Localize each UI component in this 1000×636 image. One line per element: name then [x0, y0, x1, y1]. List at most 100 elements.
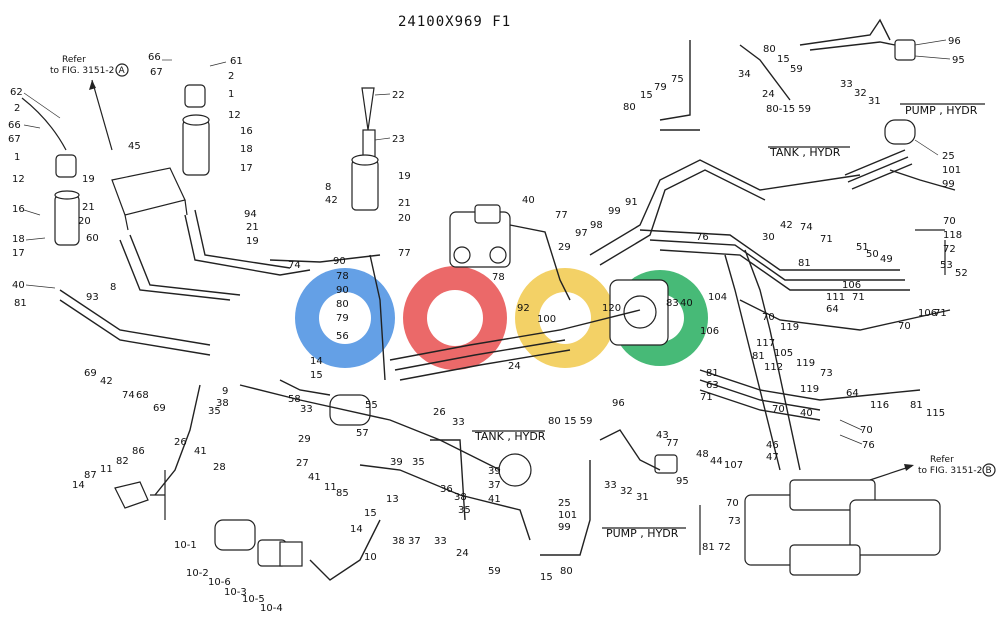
svg-text:81: 81 [798, 258, 811, 269]
part-numbers-bottom-left: 86 82 14 87 11 10-1 10-2 10-6 10-3 10-5 … [72, 446, 283, 614]
svg-text:112: 112 [764, 362, 783, 373]
svg-text:58: 58 [288, 394, 301, 405]
svg-text:66: 66 [148, 52, 161, 63]
diagram-title: 24100X969 F1 [398, 14, 511, 30]
svg-text:25: 25 [558, 498, 571, 509]
svg-text:29: 29 [298, 434, 311, 445]
dipstick-tube [351, 87, 379, 211]
svg-text:49: 49 [880, 254, 893, 265]
svg-text:30: 30 [762, 232, 775, 243]
svg-text:33: 33 [434, 536, 447, 547]
svg-text:81: 81 [14, 298, 27, 309]
svg-text:68: 68 [136, 390, 149, 401]
svg-text:36: 36 [440, 484, 453, 495]
svg-text:64: 64 [846, 388, 859, 399]
svg-text:80: 80 [336, 299, 349, 310]
svg-text:80: 80 [623, 102, 636, 113]
svg-text:57: 57 [356, 428, 369, 439]
svg-text:85: 85 [336, 488, 349, 499]
svg-text:51: 51 [856, 242, 869, 253]
tank-hydr-label-right: TANK , HYDR [769, 146, 841, 159]
svg-text:73: 73 [728, 516, 741, 527]
svg-text:10-1: 10-1 [174, 540, 197, 551]
svg-text:10-5: 10-5 [242, 594, 265, 605]
pipe-runs [59, 18, 956, 581]
svg-text:31: 31 [868, 96, 881, 107]
svg-text:10-6: 10-6 [208, 577, 231, 588]
svg-text:119: 119 [800, 384, 819, 395]
svg-text:2: 2 [228, 71, 234, 82]
svg-text:64: 64 [826, 304, 839, 315]
svg-text:47: 47 [766, 452, 779, 463]
svg-text:78: 78 [336, 271, 349, 282]
svg-text:98: 98 [590, 220, 603, 231]
svg-text:33: 33 [604, 480, 617, 491]
svg-text:70: 70 [762, 312, 775, 323]
svg-text:81: 81 [752, 351, 765, 362]
svg-text:Refer: Refer [930, 455, 954, 465]
svg-text:72: 72 [718, 542, 731, 553]
svg-text:71: 71 [700, 392, 713, 403]
svg-text:71: 71 [820, 234, 833, 245]
svg-text:82: 82 [116, 456, 129, 467]
filter-10-assembly [214, 519, 303, 567]
svg-text:99: 99 [608, 206, 621, 217]
svg-text:21: 21 [82, 202, 95, 213]
svg-text:105: 105 [774, 348, 793, 359]
svg-text:16: 16 [12, 204, 25, 215]
svg-text:76: 76 [696, 232, 709, 243]
svg-text:8: 8 [325, 182, 331, 193]
svg-text:70: 70 [860, 425, 873, 436]
svg-text:10-2: 10-2 [186, 568, 209, 579]
svg-text:95: 95 [952, 55, 965, 66]
svg-text:33: 33 [840, 79, 853, 90]
filter-assembly-left [21, 97, 80, 246]
svg-text:81: 81 [910, 400, 923, 411]
svg-text:120: 120 [602, 303, 621, 314]
svg-text:80-15 59: 80-15 59 [766, 104, 811, 115]
svg-text:A: A [119, 66, 126, 76]
svg-text:59: 59 [790, 64, 803, 75]
part-numbers-bottom-right: 70 73 81 72 [702, 498, 741, 553]
svg-text:19: 19 [398, 171, 411, 182]
svg-text:104: 104 [708, 292, 727, 303]
svg-text:72: 72 [943, 244, 956, 255]
svg-text:16: 16 [240, 126, 253, 137]
svg-text:10-3: 10-3 [224, 587, 247, 598]
svg-text:74: 74 [122, 390, 135, 401]
svg-text:38: 38 [216, 398, 229, 409]
svg-text:96: 96 [612, 398, 625, 409]
svg-text:117: 117 [756, 338, 775, 349]
svg-text:78: 78 [492, 272, 505, 283]
svg-text:91: 91 [625, 197, 638, 208]
svg-text:42: 42 [780, 220, 793, 231]
svg-text:15: 15 [540, 572, 553, 583]
svg-text:21: 21 [246, 222, 259, 233]
svg-text:118: 118 [943, 230, 962, 241]
svg-text:81: 81 [702, 542, 715, 553]
svg-text:79: 79 [336, 313, 349, 324]
svg-text:20: 20 [78, 216, 91, 227]
svg-text:38: 38 [392, 536, 405, 547]
cylinder-lower [329, 394, 371, 426]
svg-text:40: 40 [800, 408, 813, 419]
svg-text:52: 52 [955, 268, 968, 279]
svg-text:8: 8 [110, 282, 116, 293]
svg-text:B: B [986, 466, 992, 476]
svg-text:32: 32 [620, 486, 633, 497]
block-lower-left [114, 481, 149, 509]
svg-text:Refer: Refer [62, 55, 86, 65]
svg-text:24: 24 [762, 89, 775, 100]
svg-text:11: 11 [100, 464, 113, 475]
svg-text:32: 32 [854, 88, 867, 99]
svg-text:101: 101 [942, 165, 961, 176]
svg-text:71: 71 [852, 292, 865, 303]
svg-text:106: 106 [842, 280, 861, 291]
svg-text:14: 14 [310, 356, 323, 367]
svg-text:83: 83 [666, 298, 679, 309]
svg-text:93: 93 [86, 292, 99, 303]
svg-text:45: 45 [128, 141, 141, 152]
svg-text:50: 50 [866, 249, 879, 260]
tank-hydr-label-bottom: TANK , HYDR [474, 430, 546, 443]
